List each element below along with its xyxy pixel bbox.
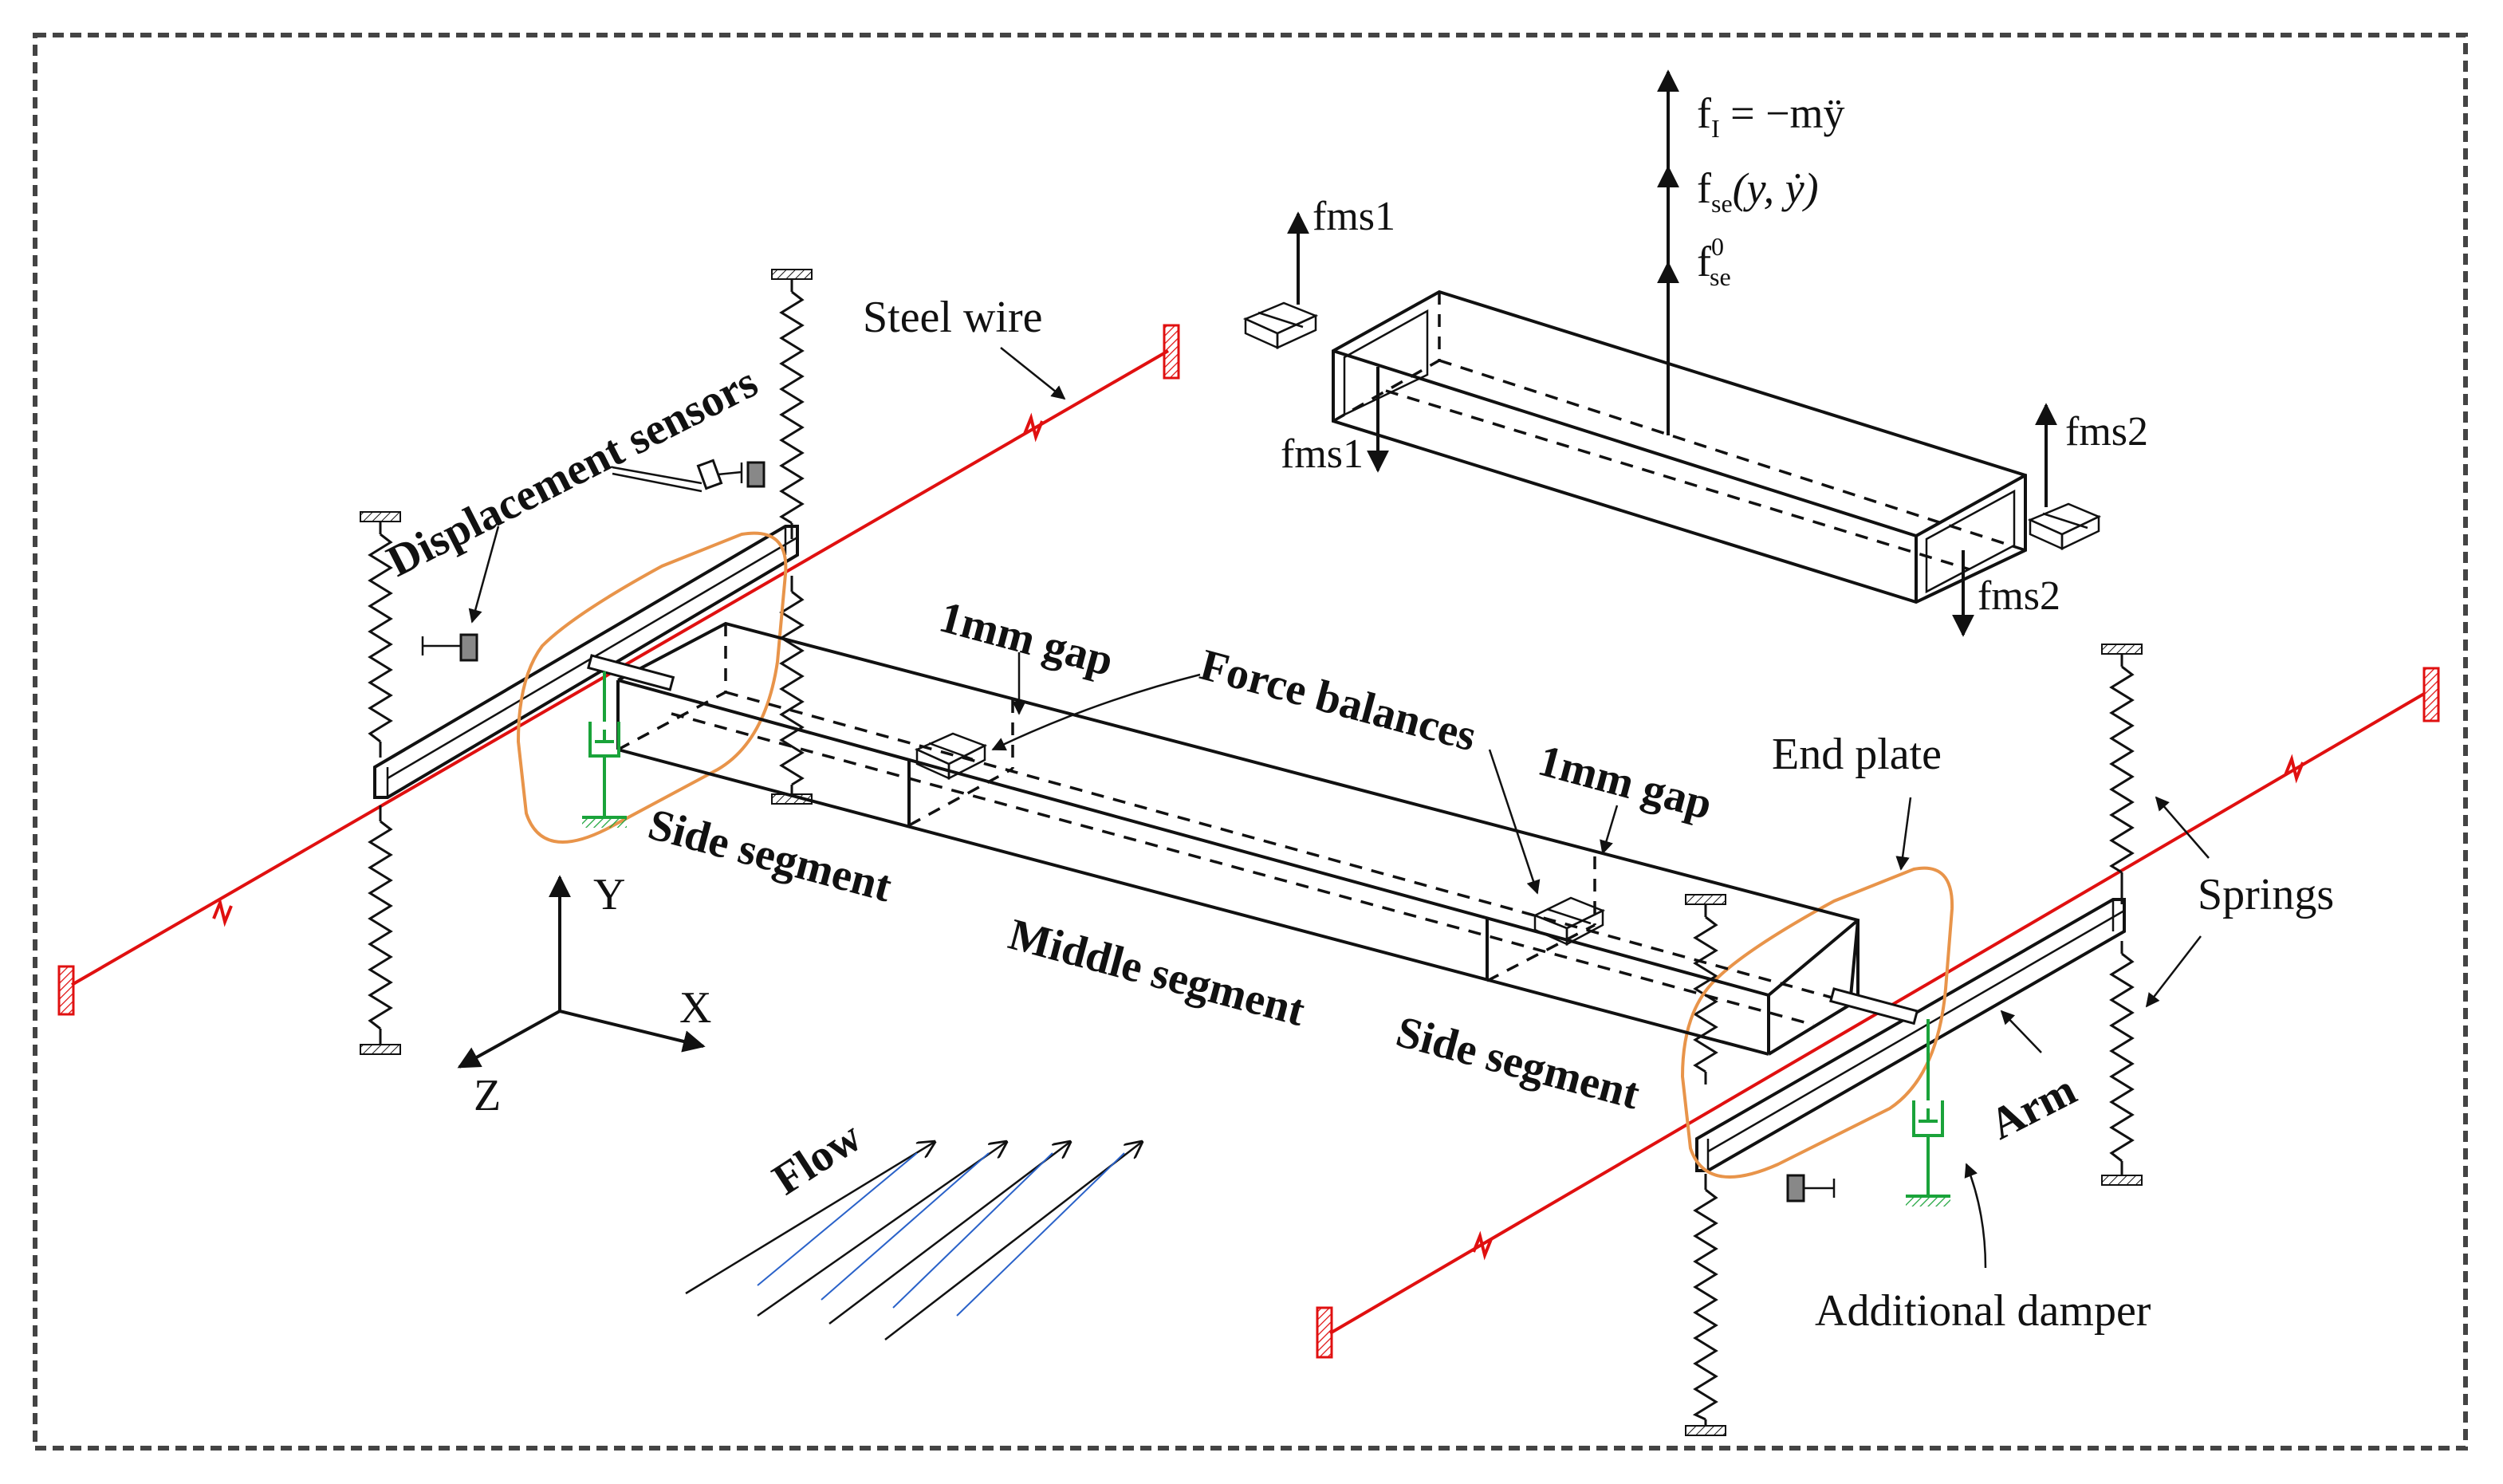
additional-damper-label: Additional damper: [1815, 1286, 2151, 1336]
side-segment-free-body: [1332, 289, 2027, 604]
end-plate-right: [1680, 866, 1954, 1179]
fms1-box: [1242, 301, 1319, 349]
fms2-top-label: fms2: [2065, 409, 2148, 455]
coordinate-axes: [457, 875, 706, 1069]
damper-left: [582, 671, 627, 828]
spring-right-outer: [2101, 644, 2143, 1186]
force-inertia-label: fI = −mÿ: [1697, 89, 1845, 143]
side-segment-left-label: Side segment: [643, 800, 897, 912]
side-segment-right-label: Side segment: [1391, 1007, 1645, 1120]
leader-arrows: [468, 347, 2210, 1269]
force-self-excited-label: fse(y, ẏ): [1697, 164, 1819, 218]
force-arrows: [1287, 69, 2057, 637]
spring-left-outer: [360, 511, 401, 1055]
axis-z-label: Z: [474, 1071, 501, 1120]
spring-left-inner: [771, 269, 813, 805]
arm-label: Arm: [1982, 1065, 2084, 1150]
fms2-box: [2027, 502, 2102, 550]
gap-left-label: 1mm gap: [935, 592, 1119, 686]
force-balance-right: [1532, 896, 1606, 947]
displacement-sensor-upper: [612, 459, 765, 493]
spring-right-inner: [1685, 894, 1726, 1436]
springs-label: Springs: [2198, 870, 2334, 919]
displacement-sensor-right: [1786, 1174, 1836, 1203]
end-plate-label: End plate: [1772, 730, 1942, 779]
gap-right-label: 1mm gap: [1533, 736, 1718, 829]
middle-segment-label: Middle segment: [1004, 910, 1310, 1037]
axis-y-label: Y: [593, 870, 625, 919]
axis-x-label: X: [679, 983, 711, 1033]
damper-right: [1906, 1019, 1950, 1206]
fms1-bottom-label: fms1: [1281, 431, 1364, 477]
end-plate-left: [516, 531, 788, 844]
force-balance-left: [914, 732, 988, 781]
displacement-sensor-left: [421, 633, 478, 662]
fms1-top-label: fms1: [1313, 194, 1395, 239]
main-model-box: [587, 621, 1919, 1056]
arm-right: [1695, 898, 2126, 1172]
force-balances-label: Force balances: [1195, 640, 1482, 762]
steel-wire-label: Steel wire: [863, 293, 1042, 342]
flow-arrows: [685, 1142, 1142, 1340]
frame-border: [33, 33, 2468, 1451]
fms2-bottom-label: fms2: [1978, 573, 2060, 619]
